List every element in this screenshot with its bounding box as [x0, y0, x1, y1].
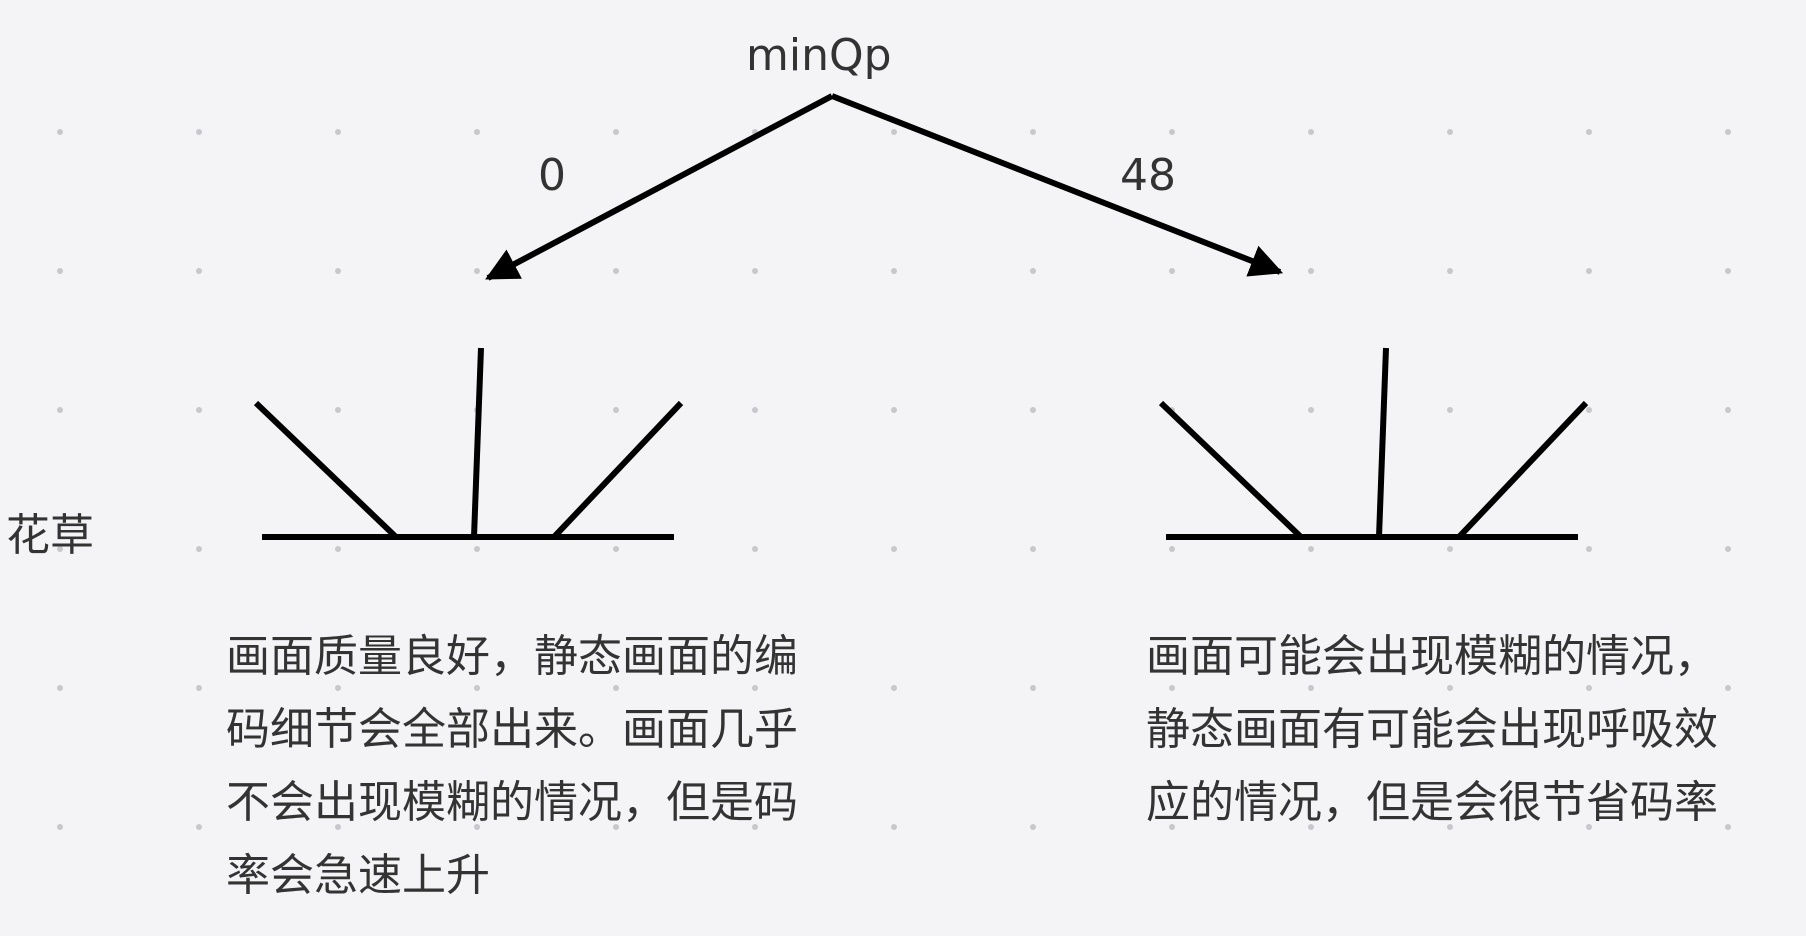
grid-dot: [1308, 685, 1314, 691]
grid-dot: [1030, 824, 1036, 830]
grass-right-blade-middle: [1376, 347, 1389, 538]
root-node-label: minQp: [746, 30, 892, 81]
grid-dot: [474, 685, 480, 691]
grid-dot: [1586, 546, 1592, 552]
grid-dot: [1447, 546, 1453, 552]
grid-dot: [891, 407, 897, 413]
grid-dot: [1030, 268, 1036, 274]
grid-dot: [57, 546, 63, 552]
grid-dot: [57, 129, 63, 135]
grid-dot: [891, 268, 897, 274]
grid-dot: [1725, 546, 1731, 552]
grid-dot: [1725, 129, 1731, 135]
grass-right-blade-left: [1158, 400, 1304, 540]
grass-left-blade-right: [551, 400, 684, 540]
grid-dot: [57, 824, 63, 830]
grid-dot: [1030, 407, 1036, 413]
grid-dot: [1447, 824, 1453, 830]
grid-dot: [1725, 685, 1731, 691]
grid-dot: [196, 546, 202, 552]
grid-dot: [613, 685, 619, 691]
grid-dot: [1308, 268, 1314, 274]
arrow-to-right-node: [830, 93, 1284, 277]
grid-dot: [474, 268, 480, 274]
grid-dot: [335, 268, 341, 274]
grid-dot: [335, 407, 341, 413]
grid-dot: [752, 546, 758, 552]
edge-label-right: 48: [1120, 150, 1176, 201]
grid-dot: [335, 824, 341, 830]
grid-dot: [1169, 685, 1175, 691]
grid-dot: [891, 824, 897, 830]
grid-dot: [752, 824, 758, 830]
grid-dot: [613, 268, 619, 274]
grid-dots: [57, 129, 1731, 830]
grid-dot: [1447, 407, 1453, 413]
grid-dot: [196, 685, 202, 691]
grid-dot: [196, 407, 202, 413]
grid-dot: [613, 129, 619, 135]
grid-dot: [1308, 546, 1314, 552]
grid-dot: [1308, 407, 1314, 413]
grid-dot: [1447, 129, 1453, 135]
grid-dot: [1308, 824, 1314, 830]
grid-dot: [613, 546, 619, 552]
grid-dot: [1447, 685, 1453, 691]
grass-left-blade-left: [253, 400, 399, 540]
grid-dot: [474, 129, 480, 135]
grid-dot: [57, 685, 63, 691]
grid-dot: [752, 685, 758, 691]
grass-right-blade-right: [1456, 400, 1589, 540]
grid-dot: [1169, 546, 1175, 552]
left-node-description: 画面质量良好，静态画面的编 码细节会全部出来。画面几乎 不会出现模糊的情况，但是…: [226, 631, 798, 901]
grid-dot: [613, 407, 619, 413]
grid-dot: [474, 824, 480, 830]
grid-dot: [335, 129, 341, 135]
grid-dot: [1030, 129, 1036, 135]
right-node-description: 画面可能会出现模糊的情况， 静态画面有可能会出现呼吸效 应的情况，但是会很节省码…: [1146, 631, 1718, 828]
edge-label-left: 0: [538, 150, 566, 201]
grid-dot: [1586, 268, 1592, 274]
grid-dot: [1586, 824, 1592, 830]
grid-dot: [752, 268, 758, 274]
grid-dot: [891, 129, 897, 135]
grid-dot: [335, 546, 341, 552]
grid-dot: [196, 268, 202, 274]
grid-dot: [1586, 685, 1592, 691]
grid-dot: [196, 824, 202, 830]
arrow-to-left-node: [485, 93, 834, 281]
side-label: 花草: [6, 510, 94, 561]
grid-dot: [57, 268, 63, 274]
grid-dot: [1169, 268, 1175, 274]
grid-dot: [196, 129, 202, 135]
grid-dot: [1725, 824, 1731, 830]
grid-dot: [891, 685, 897, 691]
grid-dot: [335, 685, 341, 691]
grid-dot: [57, 407, 63, 413]
grid-dot: [1308, 129, 1314, 135]
grid-dot: [1169, 824, 1175, 830]
grid-dot: [1030, 685, 1036, 691]
grid-dot: [1030, 546, 1036, 552]
grid-dot: [1586, 407, 1592, 413]
grid-dot: [474, 546, 480, 552]
grass-icon-left: [253, 347, 684, 540]
grid-dot: [1586, 129, 1592, 135]
grid-dot: [1447, 268, 1453, 274]
grid-dot: [1169, 129, 1175, 135]
grid-dot: [891, 546, 897, 552]
grass-left-blade-middle: [471, 347, 484, 538]
grid-dot: [1725, 407, 1731, 413]
grid-dot: [613, 824, 619, 830]
grid-dot: [1725, 268, 1731, 274]
grid-dot: [752, 407, 758, 413]
grass-icon-right: [1158, 347, 1589, 540]
